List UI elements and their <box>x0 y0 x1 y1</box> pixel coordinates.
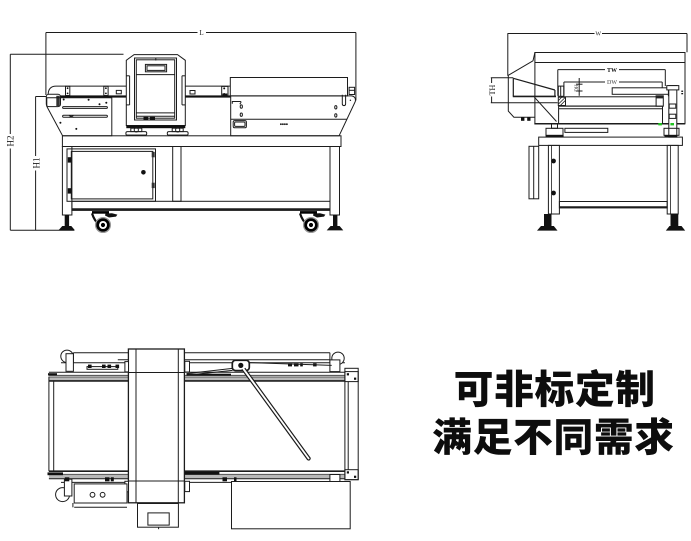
svg-text:L: L <box>199 29 203 37</box>
svg-text:TW: TW <box>607 68 617 74</box>
svg-text:W: W <box>595 32 601 38</box>
svg-text:DW: DW <box>607 80 617 86</box>
svg-text:DH: DH <box>575 84 580 92</box>
svg-text:TH: TH <box>488 84 497 95</box>
svg-text:H2: H2 <box>6 136 16 147</box>
svg-text:H1: H1 <box>31 158 41 169</box>
